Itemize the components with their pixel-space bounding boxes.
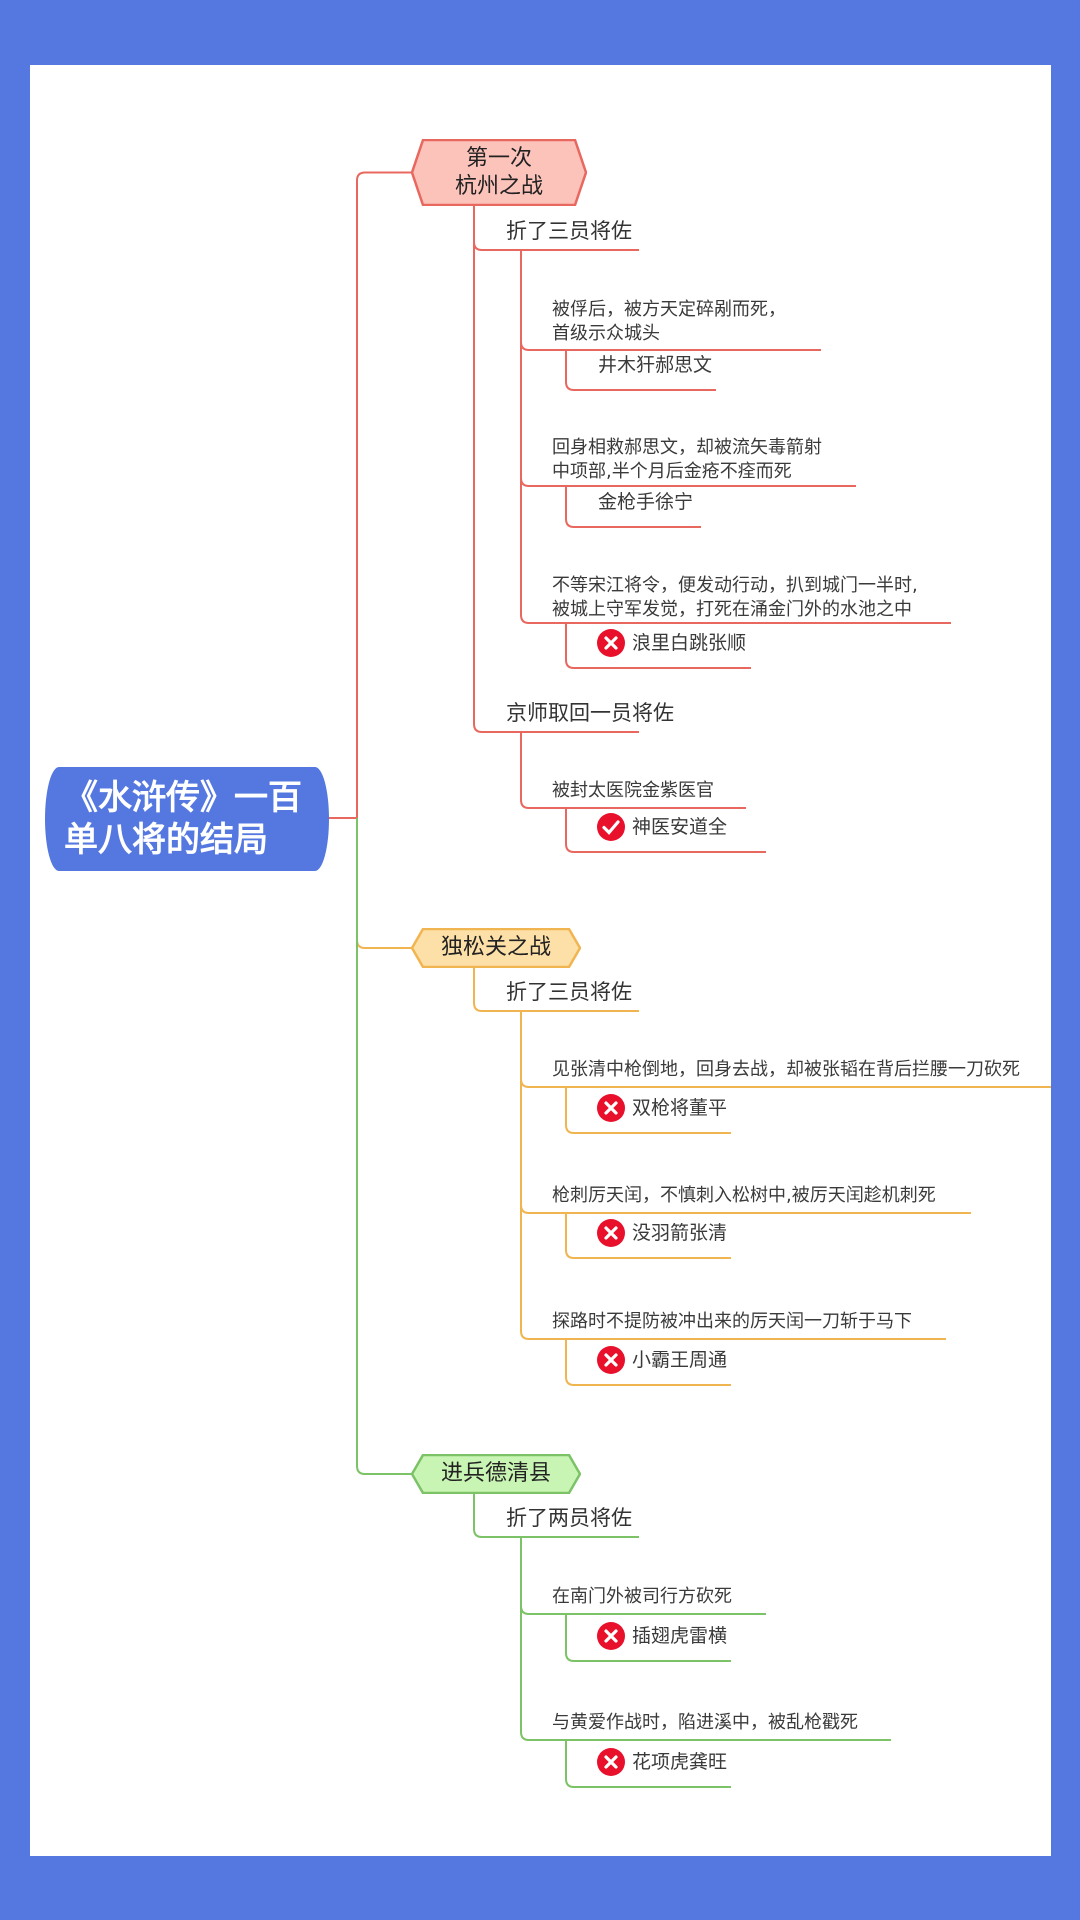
person-connector	[565, 623, 751, 669]
person-name: 金枪手徐宁	[598, 491, 694, 513]
branch-node-label: 独松关之战	[440, 935, 551, 960]
description-text: 被封太医院金紫医官	[552, 780, 714, 801]
cross-icon	[597, 1622, 625, 1650]
group-label: 折了三员将佐	[506, 980, 632, 1004]
description-connector	[520, 1011, 971, 1214]
cross-icon	[597, 1748, 625, 1776]
description-text: 不等宋江将令，便发动行动，扒到城门一半时, 被城上守军发觉，打死在涌金门外的水池…	[552, 575, 918, 620]
description-text: 探路时不提防被冲出来的厉天闰一刀斩于马下	[552, 1311, 912, 1332]
cross-icon	[597, 629, 625, 657]
description-connector	[520, 250, 951, 624]
branch-node-shape	[411, 139, 587, 206]
description-text: 见张清中枪倒地，回身去战，却被张韬在背后拦腰一刀砍死	[552, 1059, 1020, 1080]
person-name: 插翅虎雷横	[632, 1625, 728, 1647]
branch-connector	[356, 818, 411, 1475]
group-label: 折了两员将佐	[506, 1506, 632, 1530]
cross-icon	[597, 1094, 625, 1122]
group-connector	[473, 1494, 639, 1538]
description-text: 枪刺厉天闰，不慎刺入松树中,被厉天闰趁机刺死	[552, 1185, 936, 1206]
group-label: 折了三员将佐	[506, 219, 632, 243]
group-label: 京师取回一员将佐	[506, 701, 674, 725]
person-connector	[565, 486, 701, 528]
person-name: 双枪将董平	[632, 1097, 728, 1119]
description-text: 在南门外被司行方砍死	[552, 1586, 732, 1607]
cross-icon	[597, 1219, 625, 1247]
group-connector	[473, 205, 639, 733]
cross-icon	[597, 1346, 625, 1374]
branch-node-label: 进兵德清县	[440, 1461, 551, 1486]
connector-lines	[329, 171, 1051, 1788]
person-connector	[565, 1213, 731, 1259]
branch-node-shape	[411, 1454, 581, 1494]
description-connector	[520, 1011, 946, 1340]
check-icon	[597, 813, 625, 841]
branch-node-label: 第一次 杭州之战	[454, 145, 543, 199]
person-name: 花项虎龚旺	[632, 1751, 728, 1773]
description-text: 与黄爱作战时，陷进溪中，被乱枪戳死	[552, 1712, 858, 1733]
person-connector	[565, 1740, 731, 1788]
person-name: 井木犴郝思文	[598, 354, 713, 376]
person-connector	[565, 1087, 731, 1134]
description-connector	[520, 1537, 891, 1741]
branch-node-shape	[411, 928, 581, 968]
person-name: 没羽箭张清	[632, 1222, 728, 1244]
person-name: 小霸王周通	[632, 1349, 728, 1371]
branch-connector	[356, 171, 411, 181]
root-title: 《水浒传》一百 单八将的结局	[64, 778, 302, 860]
person-connector	[565, 1614, 731, 1662]
group-connector	[473, 968, 639, 1012]
description-text: 被俘后，被方天定碎剐而死， 首级示众城头	[552, 299, 786, 344]
person-name: 浪里白跳张顺	[632, 632, 747, 654]
description-text: 回身相救郝思文，却被流矢毒箭射 中项部,半个月后金疮不痊而死	[552, 437, 822, 482]
person-connector	[565, 1339, 731, 1386]
person-connector	[565, 350, 716, 391]
person-connector	[565, 808, 766, 853]
description-connector	[520, 732, 746, 809]
person-name: 神医安道全	[632, 816, 728, 838]
branch-connector	[356, 818, 411, 949]
root-node	[45, 767, 329, 871]
